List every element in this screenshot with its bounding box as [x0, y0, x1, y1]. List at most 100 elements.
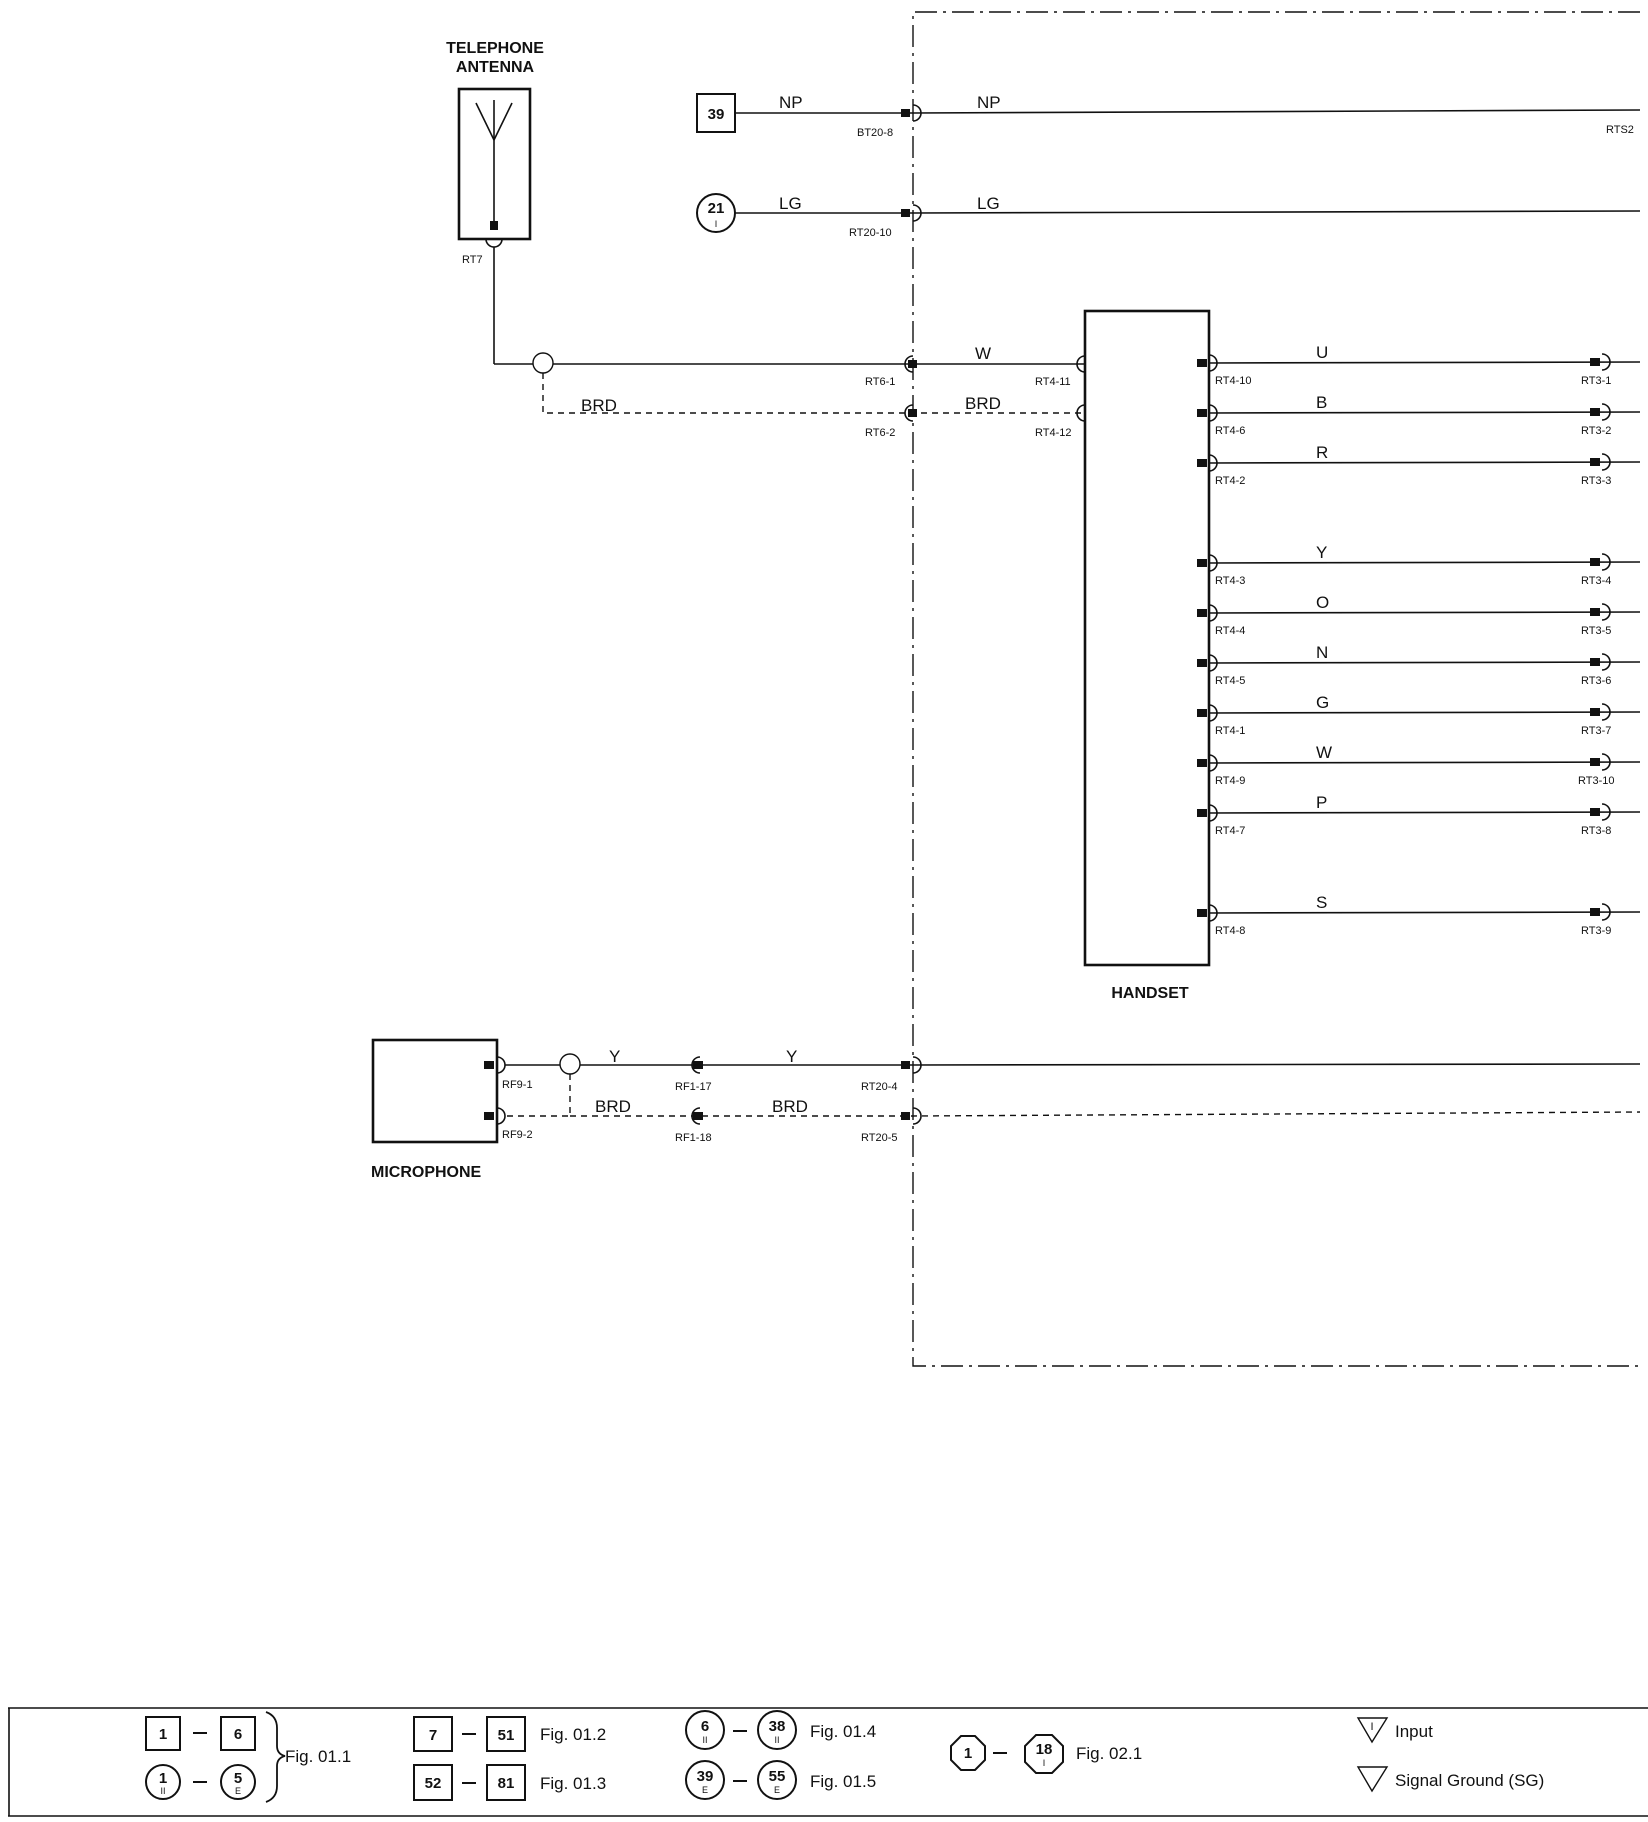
svg-text:E: E — [235, 1786, 241, 1796]
ref-39-number: 39 — [708, 106, 725, 123]
wire-y-left: Y — [609, 1047, 620, 1066]
connector-rf9-2: RF9-2 — [502, 1129, 533, 1141]
handset-left-pin: RT4-4 — [1215, 625, 1245, 637]
svg-text:6: 6 — [234, 1726, 242, 1743]
antenna-title-line2: ANTENNA — [456, 59, 535, 76]
antenna-title-line1: TELEPHONE — [446, 40, 544, 57]
handset-right-pin: RT3-8 — [1581, 825, 1611, 837]
input-triangle-icon — [1356, 1717, 1389, 1744]
svg-text:II: II — [774, 1735, 779, 1745]
legend-input: I Input — [1356, 1717, 1433, 1744]
handset-right-pin: RT3-3 — [1581, 475, 1611, 487]
legend-range-d: 52 81 Fig. 01.3 — [413, 1764, 606, 1801]
handset-left-pin: RT4-7 — [1215, 825, 1245, 837]
connector-rt20-10: RT20-10 — [849, 227, 892, 239]
handset-line: R RT4-2 RT3-3 — [1197, 443, 1641, 487]
handset-line: O RT4-4 RT3-5 — [1197, 593, 1641, 637]
handset-right-pin: RT3-4 — [1581, 575, 1611, 587]
handset-wire-color: G — [1316, 693, 1329, 712]
handset-wire-color: N — [1316, 643, 1328, 662]
handset-label: HANDSET — [1111, 985, 1189, 1002]
legend-fig-01-5: Fig. 01.5 — [810, 1772, 876, 1791]
svg-text:39: 39 — [697, 1768, 714, 1785]
input-triangle-mark: I — [1370, 1721, 1373, 1733]
svg-text:1: 1 — [159, 1770, 167, 1787]
unit-boundary-frame — [912, 11, 1640, 1367]
handset: HANDSET — [1083, 309, 1211, 1002]
handset-wire-color: S — [1316, 893, 1327, 912]
ref-21-sub: I — [715, 219, 718, 229]
legend-fig-01-2: Fig. 01.2 — [540, 1725, 606, 1744]
handset-wire-color: R — [1316, 443, 1328, 462]
connector-rt7: RT7 — [462, 254, 483, 266]
handset-line: N RT4-5 RT3-6 — [1197, 643, 1641, 687]
connector-rt4-12: RT4-12 — [1035, 427, 1071, 439]
legend-range-c: 7 51 Fig. 01.2 — [413, 1716, 606, 1752]
handset-left-pin: RT4-1 — [1215, 725, 1245, 737]
legend-fig-01-4: Fig. 01.4 — [810, 1722, 876, 1741]
handset-line: Y RT4-3 RT3-4 — [1197, 543, 1641, 587]
legend-fig-02-1: Fig. 02.1 — [1076, 1744, 1142, 1763]
svg-text:7: 7 — [429, 1727, 437, 1744]
microphone-circuit: Y Y BRD BRD RF1-17 RF1-18 RT20-4 RT20-5 — [505, 1047, 1641, 1144]
legend-brace — [265, 1711, 286, 1803]
svg-text:55: 55 — [769, 1768, 786, 1785]
svg-text:6: 6 — [701, 1718, 709, 1735]
connector-rf1-18: RF1-18 — [675, 1132, 712, 1144]
legend: 1 6 1 II 5 E Fig. 01.1 7 51 Fig. 01.2 — [8, 1707, 1648, 1817]
microphone-box — [371, 1038, 499, 1144]
handset-wire-color: B — [1316, 393, 1327, 412]
wire-brd-mic-left: BRD — [595, 1097, 631, 1116]
antenna-coax: W BRD BRD RT6-1 RT6-2 RT4-11 RT4-12 — [493, 247, 1095, 439]
svg-text:52: 52 — [425, 1775, 442, 1792]
wire-lg-left: LG — [779, 194, 802, 213]
handset-left-pin: RT4-2 — [1215, 475, 1245, 487]
wire-brd-mic-right: BRD — [772, 1097, 808, 1116]
legend-fig-01-1: Fig. 01.1 — [285, 1747, 351, 1766]
handset-wire-color: O — [1316, 593, 1329, 612]
legend-range-g: 1 18 I Fig. 02.1 — [950, 1734, 1142, 1774]
handset-line: W RT4-9 RT3-10 — [1197, 743, 1641, 787]
legend-range-a: 1 6 — [145, 1716, 256, 1751]
connector-rf9-1: RF9-1 — [502, 1079, 533, 1091]
handset-line: B RT4-6 RT3-2 — [1197, 393, 1641, 437]
svg-text:1: 1 — [159, 1726, 167, 1743]
handset-box — [1083, 309, 1211, 967]
connector-rt6-2: RT6-2 — [865, 427, 895, 439]
svg-text:E: E — [702, 1785, 708, 1795]
handset-line: U RT4-10 RT3-1 — [1197, 343, 1641, 387]
antenna-icon — [475, 100, 513, 230]
legend-signal-ground: Signal Ground (SG) — [1356, 1766, 1544, 1793]
handset-right-pin: RT3-7 — [1581, 725, 1611, 737]
microphone: MICROPHONE RF9-1 RF9-2 — [371, 1038, 533, 1181]
svg-text:18: 18 — [1036, 1741, 1053, 1758]
handset-right-pin: RT3-5 — [1581, 625, 1611, 637]
connector-rts2: RTS2 — [1606, 124, 1634, 136]
wire-brd-mid: BRD — [965, 394, 1001, 413]
handset-line: P RT4-7 RT3-8 — [1197, 793, 1641, 837]
handset-right-pin: RT3-1 — [1581, 375, 1611, 387]
circuit-lg: 21 I LG LG RT20-10 — [696, 193, 1641, 239]
handset-left-pin: RT4-9 — [1215, 775, 1245, 787]
microphone-label: MICROPHONE — [371, 1164, 482, 1181]
svg-text:I: I — [1043, 1758, 1046, 1768]
handset-right-pin: RT3-6 — [1581, 675, 1611, 687]
handset-wire-color: W — [1316, 743, 1332, 762]
input-label: Input — [1395, 1722, 1433, 1741]
handset-right-pin: RT3-10 — [1578, 775, 1614, 787]
signal-ground-triangle-icon — [1356, 1766, 1389, 1793]
svg-text:1: 1 — [964, 1745, 972, 1762]
circuit-np: 39 NP NP BT20-8 RTS2 — [696, 93, 1641, 139]
handset-left-pin: RT4-5 — [1215, 675, 1245, 687]
svg-text:II: II — [160, 1786, 165, 1796]
connector-rt20-5: RT20-5 — [861, 1132, 897, 1144]
handset-line: G RT4-1 RT3-7 — [1197, 693, 1641, 737]
handset-left-pin: RT4-8 — [1215, 925, 1245, 937]
handset-left-pin: RT4-6 — [1215, 425, 1245, 437]
wire-np-right: NP — [977, 93, 1001, 112]
svg-text:38: 38 — [769, 1718, 786, 1735]
connector-rt6-1: RT6-1 — [865, 376, 895, 388]
signal-ground-label: Signal Ground (SG) — [1395, 1771, 1544, 1790]
ref-21-number: 21 — [708, 200, 725, 217]
